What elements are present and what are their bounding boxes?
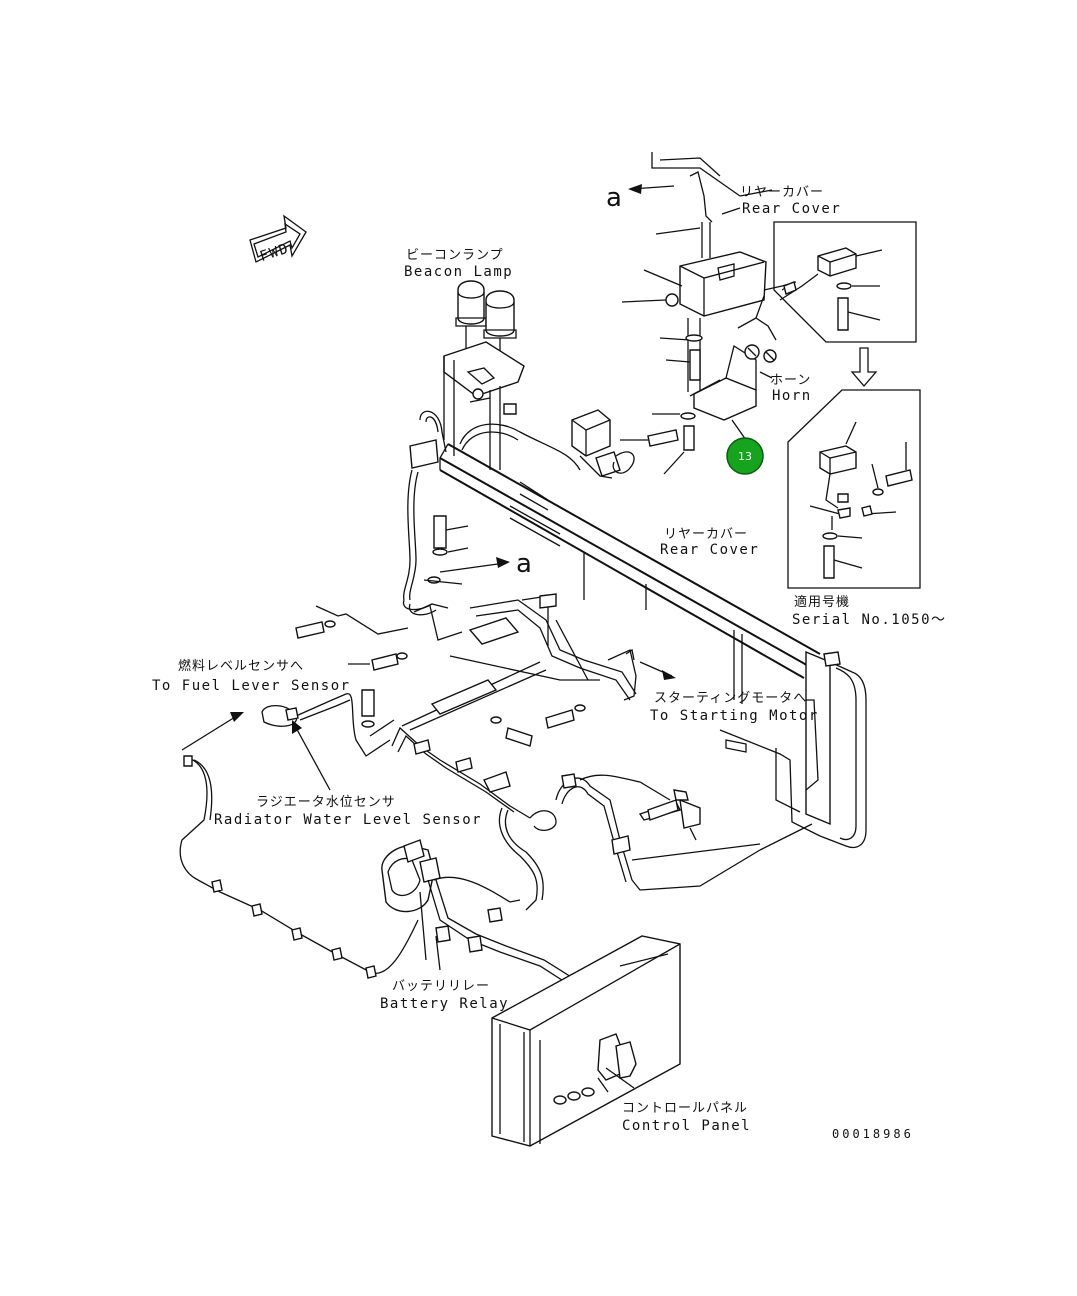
inset-bottom (787, 389, 921, 589)
down-arrow-icon (850, 347, 878, 387)
rear-cover-top-label-en: Rear Cover (742, 201, 841, 217)
horn-label-en: Horn (772, 388, 812, 404)
fwd-label: FWD (258, 241, 291, 265)
main-harness (391, 469, 813, 891)
starting-motor-label-en: To Starting Motor (650, 708, 819, 724)
beacon-lamp-label-jp: ビーコンランプ (406, 248, 504, 263)
radiator-sensor (261, 693, 391, 791)
battery-relay-label-jp: バッテリリレー (392, 979, 490, 994)
ref-a-mid-label: a (516, 549, 532, 579)
fuel-sensor-harness (179, 712, 419, 979)
control-panel-label-en: Control Panel (622, 1118, 751, 1134)
fuel-sensor-label-jp: 燃料レベルセンサへ (178, 658, 304, 674)
text-labels: リヤーカバー Rear Cover ビーコンランプ Beacon Lamp ホー… (152, 185, 947, 1141)
rear-frame (439, 443, 867, 849)
beacon-lamp-label-en: Beacon Lamp (404, 264, 513, 280)
fuel-sensor-label-en: To Fuel Lever Sensor (152, 678, 351, 694)
ref-a-top-label: a (606, 183, 622, 213)
horn-icon (744, 344, 777, 363)
starting-motor-label-jp: スターティングモータへ (654, 691, 807, 706)
rear-cover-top-assembly (620, 152, 797, 475)
radiator-label-en: Radiator Water Level Sensor (214, 812, 482, 828)
radiator-label-jp: ラジエータ水位センサ (256, 795, 396, 810)
rear-cover-top-label-jp: リヤーカバー (740, 185, 824, 200)
rear-cover-mid-label-en: Rear Cover (660, 542, 759, 558)
callout-13[interactable]: 13 (726, 437, 764, 475)
callout-13-number: 13 (738, 450, 752, 463)
beacon-lamp-assembly (409, 280, 635, 479)
leader-lines (435, 379, 721, 1089)
horn-label-jp: ホーン (770, 373, 811, 388)
ref-a-top: a (606, 183, 675, 213)
control-panel-label-jp: コントロールパネル (622, 1101, 748, 1116)
inset-top (773, 221, 917, 343)
fwd-arrow-icon: FWD (249, 214, 307, 265)
drawing-number: 00018986 (832, 1127, 914, 1141)
beacon-lamp-icon (455, 280, 517, 339)
rear-cover-mid-label-jp: リヤーカバー (664, 527, 748, 542)
battery-relay-label-en: Battery Relay (380, 996, 509, 1012)
bolts-left (295, 515, 679, 821)
control-panel-assembly (491, 935, 681, 1147)
serial-label-jp: 適用号機 (794, 594, 850, 610)
serial-label-en: Serial No.1050～ (792, 612, 947, 628)
ref-a-mid: a (439, 549, 532, 579)
